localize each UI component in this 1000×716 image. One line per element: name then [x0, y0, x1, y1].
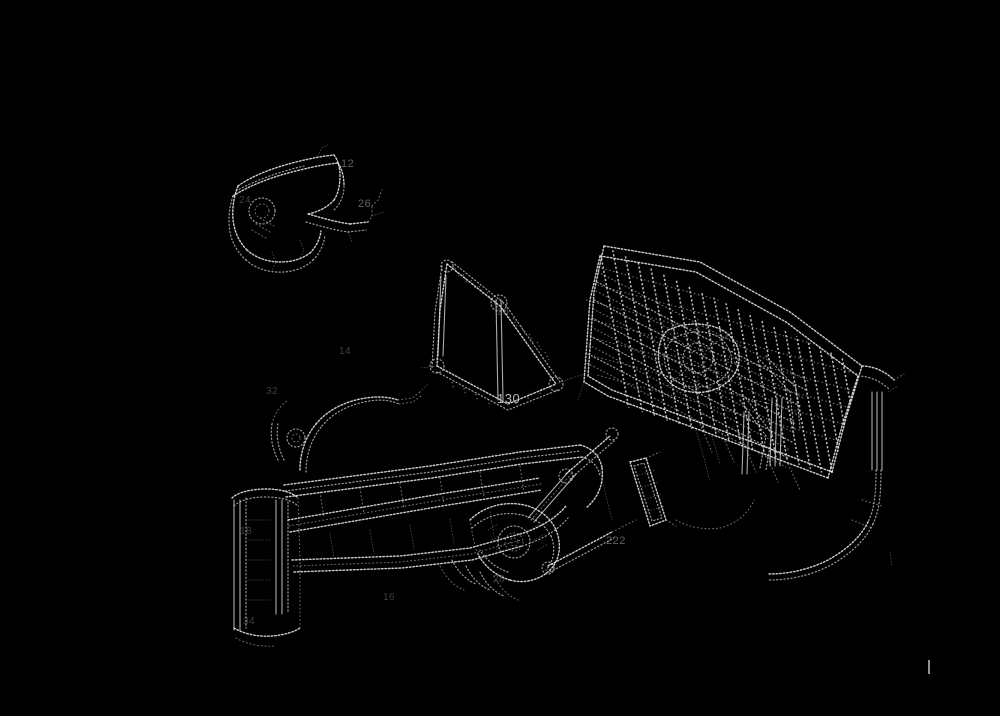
- callout-28: 28: [493, 574, 506, 585]
- callout-14: 14: [339, 346, 352, 357]
- callout-222: 222: [606, 535, 626, 547]
- callout-24: 24: [239, 195, 252, 206]
- callout-26: 26: [358, 198, 372, 210]
- callout-32: 32: [266, 386, 279, 397]
- right-curved-member: [767, 385, 899, 581]
- callout-20: 20: [497, 307, 510, 318]
- lower-boom-assembly: [270, 391, 604, 573]
- vertical-support-post: [231, 488, 301, 647]
- panel-center-mechanism: [655, 317, 743, 401]
- misc-detail-marks: [347, 211, 755, 530]
- callout-34: 34: [243, 616, 256, 627]
- callout-16: 16: [383, 592, 396, 603]
- upper-bracket-assembly: [228, 144, 383, 273]
- callout-130: 130: [497, 391, 521, 406]
- callout-18: 18: [240, 526, 253, 537]
- page-corner-tick: [928, 660, 930, 674]
- hydraulic-cylinder-linkage: [439, 427, 677, 601]
- hatched-blade-panel: [583, 245, 905, 491]
- callout-12: 12: [341, 158, 355, 170]
- quadrilateral-frame: [419, 259, 573, 411]
